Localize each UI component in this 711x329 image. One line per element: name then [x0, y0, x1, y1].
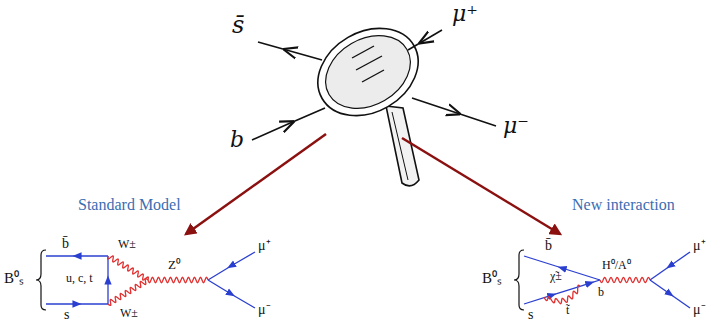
standard-model-diagram [36, 250, 255, 310]
quark-label: b̄ [62, 236, 69, 251]
panel-title: Standard Model [78, 196, 181, 214]
boson-label: Z⁰ [168, 258, 181, 272]
muon-label: μ⁻ [258, 302, 271, 317]
higgs-label: H⁰/A⁰ [602, 259, 631, 272]
muon-label: μ⁺ [258, 238, 271, 253]
boson-label: W± [118, 238, 136, 251]
muon-label: μ⁺ [452, 2, 478, 26]
chargino-label: χ̃± [550, 270, 562, 283]
quark-label: s [528, 307, 533, 322]
quark-label: s [64, 307, 69, 322]
boson-wave [108, 279, 148, 306]
meson-label: B⁰ₛ [4, 270, 24, 287]
panel-title: New interaction [572, 196, 675, 214]
quark-label: b̄ [545, 238, 552, 253]
new-interaction-diagram [514, 250, 690, 310]
muon-label: μ⁺ [693, 238, 706, 253]
boson-wave [148, 277, 208, 282]
quark-label: u, c, t [66, 272, 93, 285]
boson-label: W± [120, 307, 138, 320]
boson-wave [108, 256, 149, 280]
muon-label: μ⁻ [503, 114, 529, 138]
sketch-particle-lines [252, 30, 496, 140]
boson-wave [544, 285, 580, 303]
meson-label: B⁰ₛ [482, 270, 502, 287]
quark-label: b [230, 128, 244, 152]
quark-label: b [598, 286, 604, 299]
boson-wave [600, 277, 650, 282]
muon-label: μ⁻ [693, 302, 706, 317]
antiquark-label: s̄ [232, 12, 244, 38]
squark-label: t̃ [566, 304, 569, 317]
